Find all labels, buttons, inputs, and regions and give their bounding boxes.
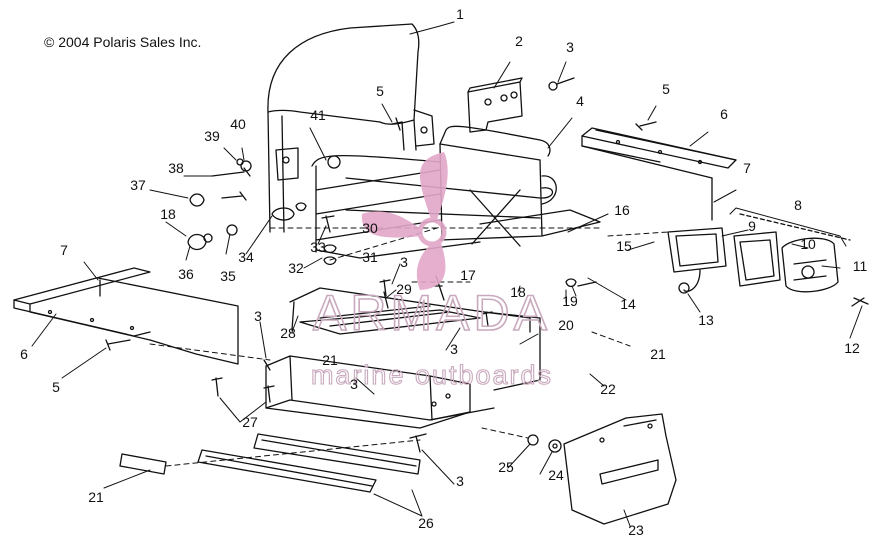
callout-37: 37 [130,177,146,193]
callout-13: 13 [698,312,714,328]
callout-7: 7 [60,242,68,258]
callout-20: 20 [558,317,574,333]
callout-38: 38 [168,160,184,176]
fasteners [187,77,657,288]
copyright-notice: © 2004 Polaris Sales Inc. [44,34,202,50]
callout-26: 26 [418,515,434,531]
callout-30: 30 [362,220,378,236]
callout-3: 3 [566,39,574,55]
dashed-guide-lines [149,225,669,467]
callout-23: 23 [628,522,644,537]
callout-2: 2 [515,33,523,49]
watermark-brand: ARMADA [313,285,551,341]
callout-36: 36 [178,266,194,282]
right-rail [581,127,737,221]
callout-21: 21 [88,489,104,505]
callout-7: 7 [743,160,751,176]
logo-hub [417,217,447,247]
callout-27: 27 [242,414,258,430]
tail-light-assembly [667,213,869,307]
callout-31: 31 [362,249,378,265]
logo-blade-bottom [416,240,446,290]
mud-flap [563,413,677,525]
seat-base [265,275,541,453]
logo-blade-top [419,152,448,222]
callout-11: 11 [853,258,868,274]
callout-21: 21 [322,352,338,368]
callout-4: 4 [576,93,584,109]
side-bolts [105,279,493,403]
callout-3: 3 [456,473,464,489]
callout-3: 3 [450,341,458,357]
callout-3: 3 [350,376,358,392]
watermark-logo [361,152,448,290]
callout-40: 40 [230,116,246,132]
nut-washer [527,434,562,453]
callout-34: 34 [238,249,254,265]
watermark-tagline: marine outboards [311,360,553,390]
callout-21: 21 [650,346,666,362]
logo-blade-left [361,211,422,238]
callout-28: 28 [280,325,296,341]
callout-1: 1 [456,6,464,22]
callout-leaders [31,21,863,527]
callout-6: 6 [20,346,28,362]
callout-3: 3 [254,308,262,324]
callout-5: 5 [662,81,670,97]
callout-33: 33 [310,239,326,255]
callout-39: 39 [204,128,220,144]
callout-32: 32 [288,260,304,276]
callout-8: 8 [794,197,802,213]
backrest [267,23,435,233]
callout-3: 3 [400,254,408,270]
bracket-plate [467,77,523,133]
trim-strips [197,433,421,493]
callout-6: 6 [720,106,728,122]
support-rod [119,453,167,475]
callout-17: 17 [460,267,476,283]
callout-19: 19 [562,293,578,309]
callout-5: 5 [376,83,384,99]
callout-22: 22 [600,381,616,397]
callout-16: 16 [614,202,630,218]
callout-5: 5 [52,379,60,395]
callout-18: 18 [160,206,176,222]
left-rail [13,267,239,365]
callout-15: 15 [616,238,632,254]
callout-10: 10 [800,236,816,252]
rack-frame [311,125,601,259]
callout-18: 18 [510,284,526,300]
callout-35: 35 [220,268,236,284]
callout-24: 24 [548,467,564,483]
callout-9: 9 [748,218,756,234]
callout-14: 14 [620,296,636,312]
callout-29: 29 [396,281,412,297]
callout-41: 41 [310,107,326,123]
callout-12: 12 [844,340,860,356]
callout-25: 25 [498,459,514,475]
